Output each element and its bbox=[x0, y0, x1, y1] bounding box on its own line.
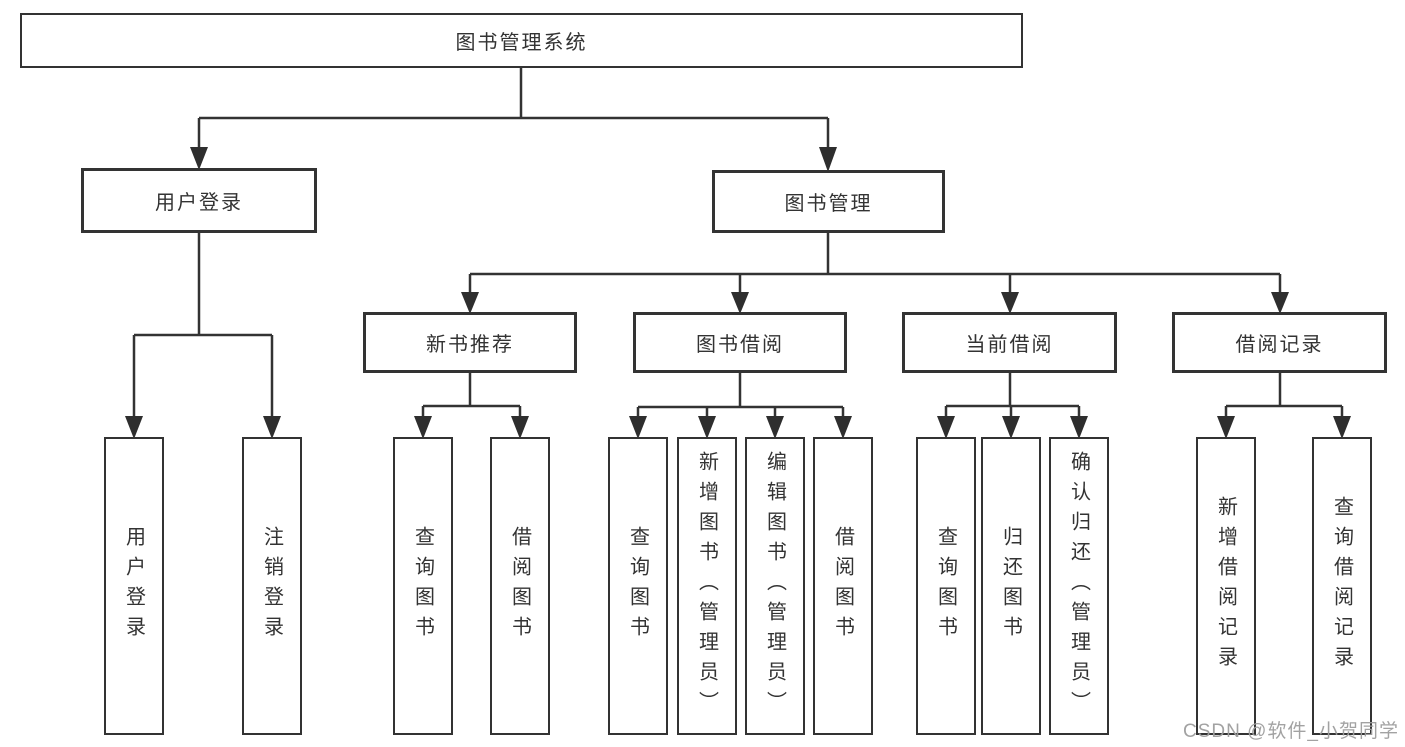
csdn-watermark: CSDN @软件_小贺同学 bbox=[1183, 721, 1399, 742]
leaf-edit-books-admin: 编辑图书（管理员） bbox=[745, 437, 805, 735]
node-book-borrow: 图书借阅 bbox=[633, 312, 847, 373]
leaf-query-books-borrow: 查询图书 bbox=[608, 437, 668, 735]
leaf-query-borrow-record: 查询借阅记录 bbox=[1312, 437, 1372, 735]
leaf-borrow-books: 借阅图书 bbox=[813, 437, 873, 735]
leaf-query-books-recommend: 查询图书 bbox=[393, 437, 453, 735]
node-borrow-records: 借阅记录 bbox=[1172, 312, 1387, 373]
node-library-management-system: 图书管理系统 bbox=[20, 13, 1023, 68]
node-current-borrow: 当前借阅 bbox=[902, 312, 1117, 373]
leaf-return-books: 归还图书 bbox=[981, 437, 1041, 735]
node-user-login: 用户登录 bbox=[81, 168, 317, 233]
leaf-confirm-return-admin: 确认归还（管理员） bbox=[1049, 437, 1109, 735]
leaf-add-borrow-record: 新增借阅记录 bbox=[1196, 437, 1256, 735]
leaf-query-books-current: 查询图书 bbox=[916, 437, 976, 735]
leaf-borrow-books-recommend: 借阅图书 bbox=[490, 437, 550, 735]
leaf-add-books-admin: 新增图书（管理员） bbox=[677, 437, 737, 735]
leaf-logout: 注销登录 bbox=[242, 437, 302, 735]
leaf-user-login: 用户登录 bbox=[104, 437, 164, 735]
node-new-book-recommend: 新书推荐 bbox=[363, 312, 577, 373]
node-book-management: 图书管理 bbox=[712, 170, 945, 233]
